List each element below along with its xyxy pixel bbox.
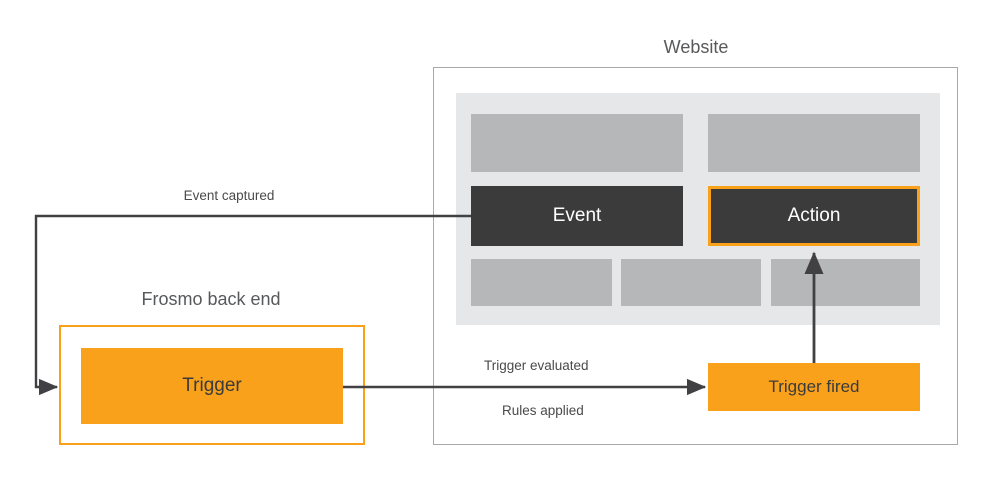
event-captured-label: Event captured [183, 188, 275, 203]
trigger-box[interactable]: Trigger [81, 348, 343, 424]
rules-applied-label: Rules applied [502, 403, 584, 418]
bottom-right-block [771, 259, 920, 306]
website-title: Website [663, 37, 729, 57]
action-box[interactable]: Action [708, 186, 920, 246]
trigger-box-label: Trigger [182, 375, 242, 396]
event-box[interactable]: Event [471, 186, 683, 246]
bottom-left-block [471, 259, 612, 306]
action-box-label: Action [787, 205, 841, 226]
trigger-evaluated-label: Trigger evaluated [484, 358, 589, 373]
frosmo-backend-title: Frosmo back end [141, 289, 281, 309]
bottom-center-block [621, 259, 761, 306]
trigger-fired-box[interactable]: Trigger fired [708, 363, 920, 411]
top-right-block [708, 114, 920, 172]
event-box-label: Event [552, 205, 602, 226]
top-left-block [471, 114, 683, 172]
trigger-fired-box-label: Trigger fired [768, 377, 860, 396]
